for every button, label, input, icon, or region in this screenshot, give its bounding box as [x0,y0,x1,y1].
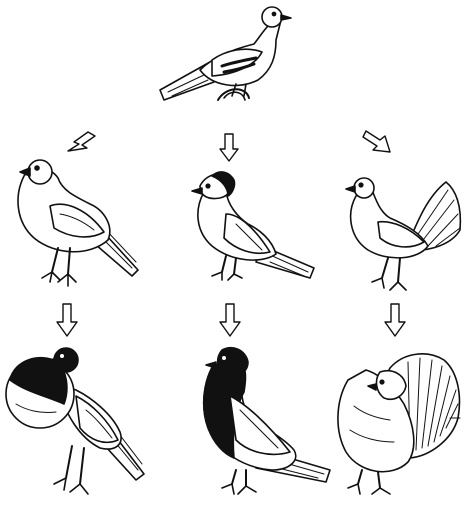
domestic-pigeon-raised-tail [346,178,460,290]
domestic-pigeon-crested [192,172,314,280]
arrow-ancestor-to-mid-left [68,132,95,151]
domestic-pigeon-plain [18,160,138,286]
arrow-mid-right-to-bottom-right [385,304,405,336]
wild-rock-pigeon [160,7,291,100]
arrow-ancestor-to-mid-right [363,131,390,152]
pigeon-fantail [338,354,460,494]
arrow-mid-left-to-bottom-left [57,304,77,336]
dark-hooded-pigeon [204,348,330,494]
pouter-pigeon [6,348,144,494]
arrow-ancestor-to-mid-center [220,134,238,161]
arrow-mid-center-to-bottom-center [220,304,240,336]
